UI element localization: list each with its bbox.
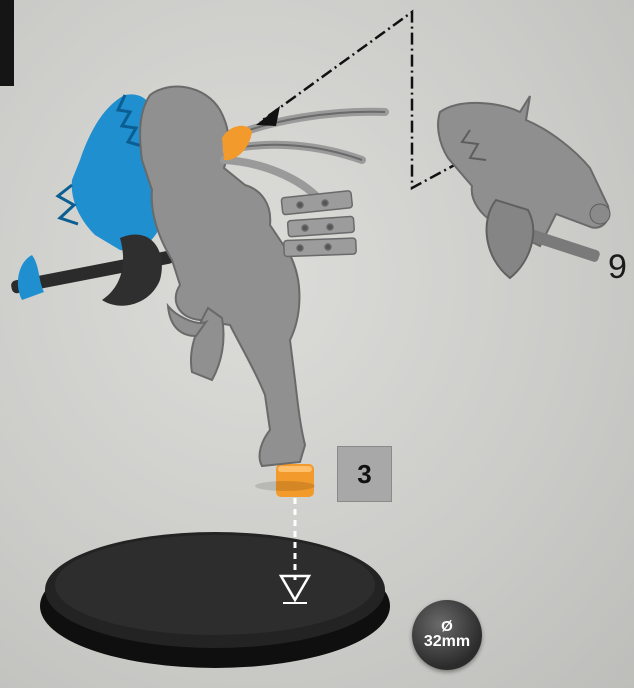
belt-straps <box>281 191 356 257</box>
round-base <box>40 532 390 668</box>
separate-axe-arm-part <box>438 96 610 278</box>
diameter-badge-icon: Ø 32mm <box>412 600 482 670</box>
step-number: 3 <box>357 459 371 490</box>
base-size: 32mm <box>424 634 470 651</box>
step-number-box: 3 <box>337 446 392 502</box>
diameter-symbol: Ø <box>441 619 453 635</box>
miniature-shadow <box>255 481 315 491</box>
part-number-label: 9 <box>608 248 627 287</box>
foot-glue-point <box>276 464 314 497</box>
